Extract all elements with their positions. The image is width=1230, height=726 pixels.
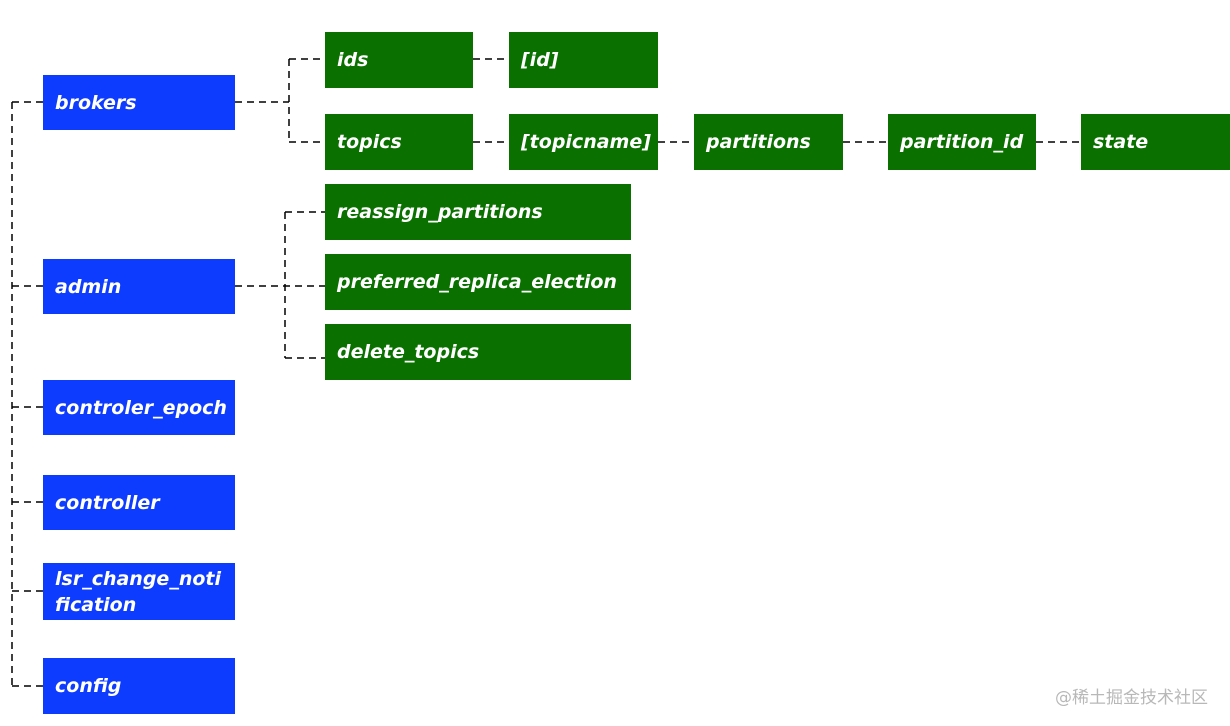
node-partition-id: partition_id bbox=[888, 114, 1036, 170]
node-controller: controller bbox=[43, 475, 235, 530]
node-config: config bbox=[43, 658, 235, 714]
node-brokers: brokers bbox=[43, 75, 235, 130]
node-state: state bbox=[1081, 114, 1230, 170]
node-topics: topics bbox=[325, 114, 473, 170]
watermark: @稀土掘金技术社区 bbox=[1055, 688, 1208, 708]
node-isr-change-notification: lsr_change_notification bbox=[43, 563, 235, 620]
node-preferred-replica-election: preferred_replica_election bbox=[325, 254, 631, 310]
node-delete-topics: delete_topics bbox=[325, 324, 631, 380]
node-partitions: partitions bbox=[694, 114, 843, 170]
node-topicname: [topicname] bbox=[509, 114, 658, 170]
node-controler-epoch: controler_epoch bbox=[43, 380, 235, 435]
node-reassign-partitions: reassign_partitions bbox=[325, 184, 631, 240]
node-admin: admin bbox=[43, 259, 235, 314]
node-id: [id] bbox=[509, 32, 658, 88]
node-ids: ids bbox=[325, 32, 473, 88]
